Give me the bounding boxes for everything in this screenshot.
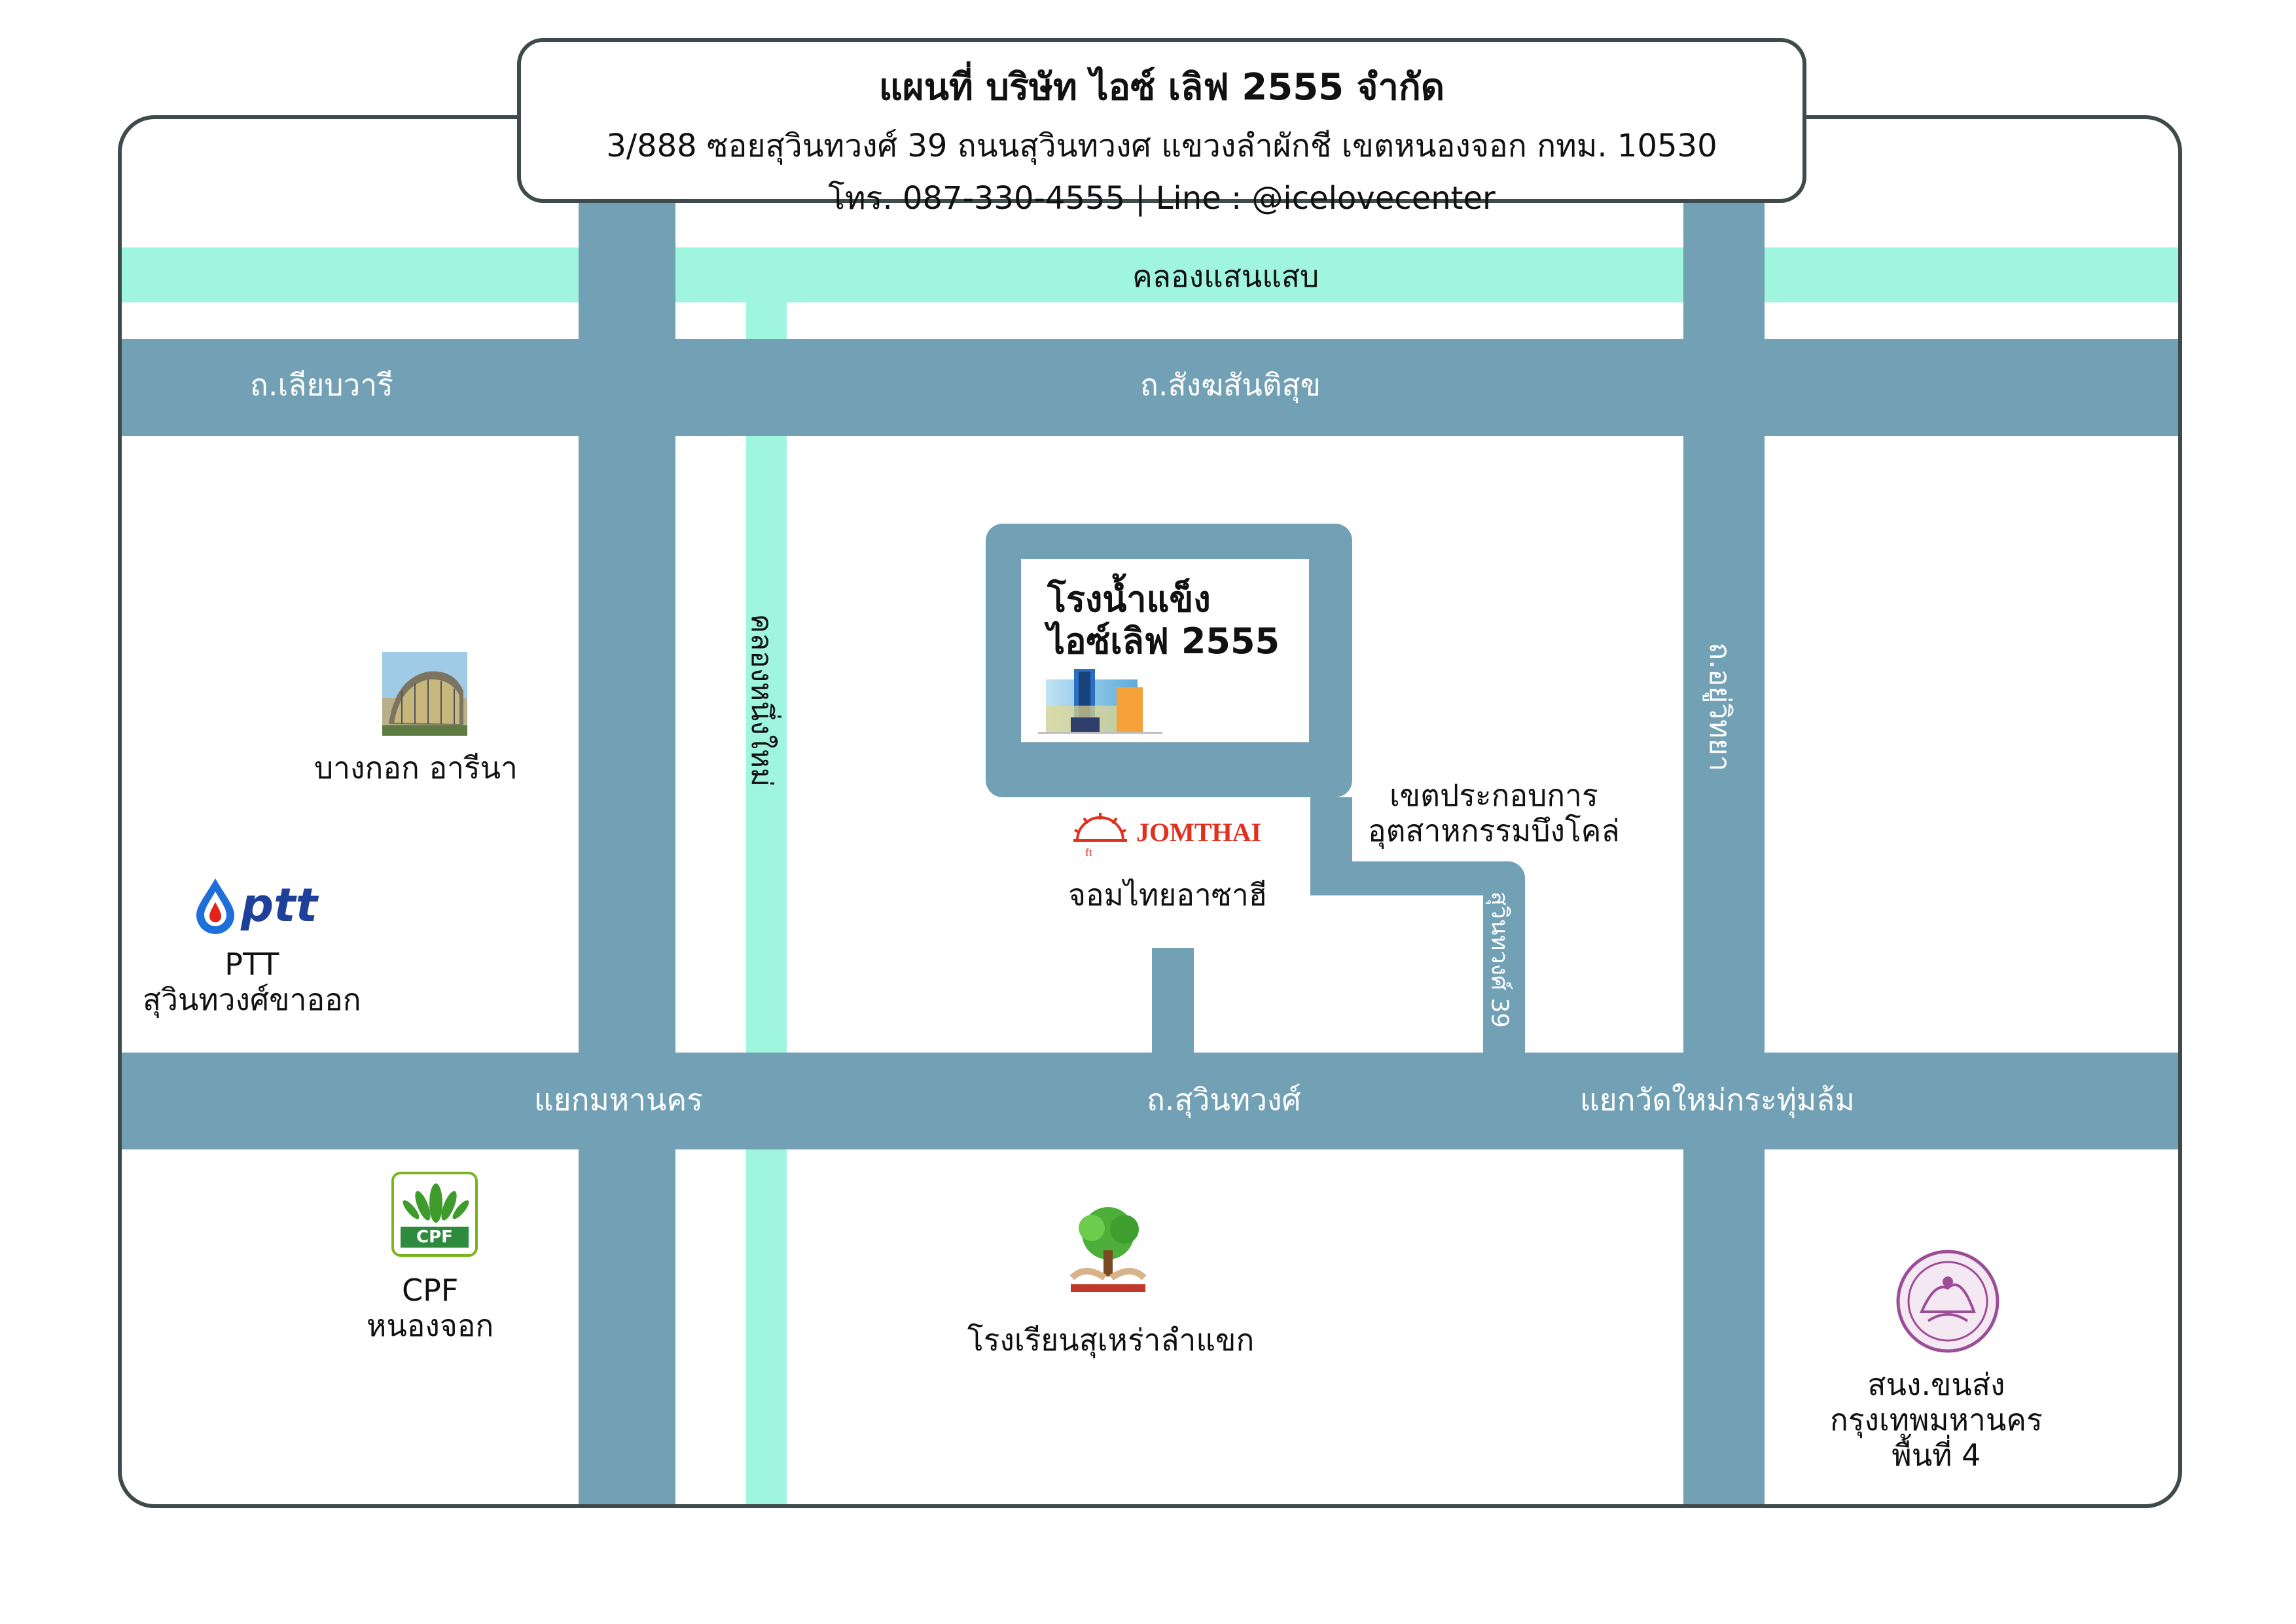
company-title: แผนที่ บริษัท ไอซ์ เลิฟ 2555 จำกัด (878, 66, 1445, 109)
road-sangkha-santisuk (122, 339, 2178, 436)
canal-label-vertical: คลองหนึ่งใหม่ (745, 613, 778, 787)
office-line1: สนง.ขนส่ง (1867, 1367, 2005, 1402)
cpf-line1: CPF (401, 1272, 459, 1308)
school-tree-logo-icon (1069, 1207, 1147, 1292)
road-chueam-samphan (579, 119, 675, 1504)
factory-building-icon (1038, 669, 1162, 734)
school-name: โรงเรียนสุเหร่าลำแขก (967, 1322, 1255, 1358)
sun-icon: ft (1073, 813, 1127, 859)
arena-photo-icon (382, 652, 467, 736)
destination-factory: โรงน้ำแข็ง ไอซ์เลิฟ 2555 (1021, 559, 1309, 742)
jomthai-name: จอมไทยอาซาฮี (1068, 877, 1267, 912)
industrial-zone-line2: อุตสาหกรรมบึงโคล่ (1368, 813, 1620, 848)
cpf-leaf-icon (403, 1183, 469, 1223)
jomthai-spur (1152, 948, 1194, 1059)
road-suwinthawong (122, 1053, 2178, 1149)
jomthai-logo-text: JOMTHAI (1136, 818, 1262, 847)
destination-line2: ไอซ์เลิฟ 2555 (1047, 621, 1280, 662)
road-label-liap-wari: ถ.เลียบวารี (250, 367, 393, 403)
bangkok-seal-icon (1896, 1250, 2000, 1353)
ptt-line1: PTT (224, 947, 279, 982)
ptt-label: PTT สุวินทวงศ์ขาออก (143, 947, 361, 1017)
cpf-line2: หนองจอก (367, 1308, 494, 1343)
industrial-zone-line1: เขตประกอบการ (1389, 778, 1598, 813)
map-header: แผนที่ บริษัท ไอซ์ เลิฟ 2555 จำกัด 3/888… (517, 38, 1806, 217)
jomthai-logo: ft JOMTHAI (1071, 810, 1267, 860)
industrial-zone-label: เขตประกอบการ อุตสาหกรรมบึงโคล่ (1368, 778, 1620, 848)
canal-label-saen-saep: คลองแสนแสบ (1132, 259, 1319, 294)
canal-saen-saep (122, 247, 2178, 302)
road-label-yu-witthaya: ถ.อยู่วิทยา (1703, 642, 1736, 772)
road-label-wat-mai-krathum-lom: แยกวัดใหม่กระทุ่มล้ม (1580, 1082, 1855, 1117)
destination-line1: โรงน้ำแข็ง (1047, 579, 1211, 620)
road-label-soi-39: สุวินทวงศ์ 39 (1486, 891, 1513, 1028)
company-address: 3/888 ซอยสุวินทวงศ์ 39 ถนนสุวินทวงศ แขวง… (606, 128, 1717, 164)
office-line2: กรุงเทพมหานคร (1830, 1402, 2043, 1437)
cpf-logo: CPF (391, 1172, 478, 1257)
cpf-label: CPF หนองจอก (367, 1272, 493, 1343)
ptt-logo-text: ptt (241, 878, 318, 932)
road-label-mahanakhon: แยกมหานคร (534, 1082, 703, 1117)
road-label-sangkha-santisuk: ถ.สังฆสันติสุข (1140, 367, 1321, 403)
canal-vertical (746, 302, 787, 1504)
ptt-drop-icon (196, 878, 234, 934)
cpf-logo-text: CPF (401, 1227, 469, 1248)
svg-text:ft: ft (1085, 846, 1092, 859)
company-contact: โทร. 087-330-4555 | Line : @icelovecente… (828, 180, 1496, 217)
ptt-logo: ptt (192, 876, 336, 935)
transport-office-label: สนง.ขนส่ง กรุงเทพมหานคร พื้นที่ 4 (1830, 1367, 2043, 1473)
arena-name: บางกอก อารีนา (314, 750, 518, 785)
road-label-suwinthawong: ถ.สุวินทวงศ์ (1147, 1082, 1301, 1117)
office-line3: พื้นที่ 4 (1892, 1437, 1981, 1473)
soi-suwinthawong-39 (1483, 861, 1525, 1058)
destination-name: โรงน้ำแข็ง ไอซ์เลิฟ 2555 (1047, 579, 1280, 662)
road-yu-witthaya (1683, 119, 1765, 1504)
ptt-line2: สุวินทวงศ์ขาออก (143, 982, 361, 1017)
